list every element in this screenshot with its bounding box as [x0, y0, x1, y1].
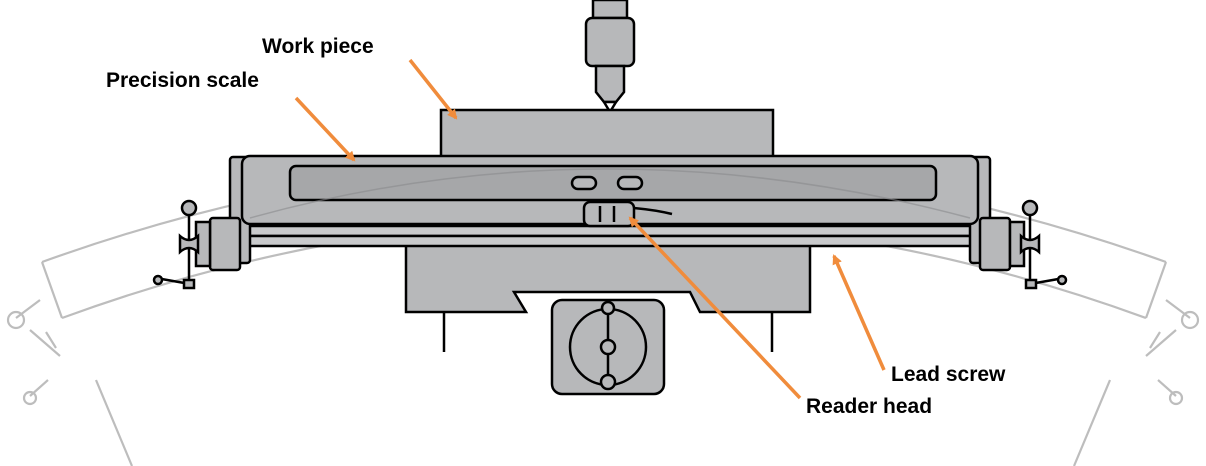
label-lead-screw: Lead screw — [891, 363, 1006, 386]
knee-crank — [550, 298, 666, 396]
ghost-arc-overlay — [249, 168, 971, 219]
reader-head-slots — [570, 175, 644, 191]
arrow-precision-scale — [294, 96, 356, 162]
callout-arrows — [294, 58, 886, 400]
arrow-reader-head — [628, 216, 802, 400]
arrow-lead-screw — [832, 254, 886, 371]
reader-head — [582, 200, 673, 228]
label-work-piece: Work piece — [262, 35, 374, 58]
label-precision-scale: Precision scale — [106, 69, 259, 92]
spindle — [584, 0, 636, 115]
lead-screw — [244, 224, 976, 248]
label-reader-head: Reader head — [806, 395, 933, 418]
right-bracket — [968, 155, 1068, 290]
arrow-work-piece — [408, 58, 458, 120]
precision-scale — [288, 164, 938, 202]
work-piece — [439, 108, 775, 162]
